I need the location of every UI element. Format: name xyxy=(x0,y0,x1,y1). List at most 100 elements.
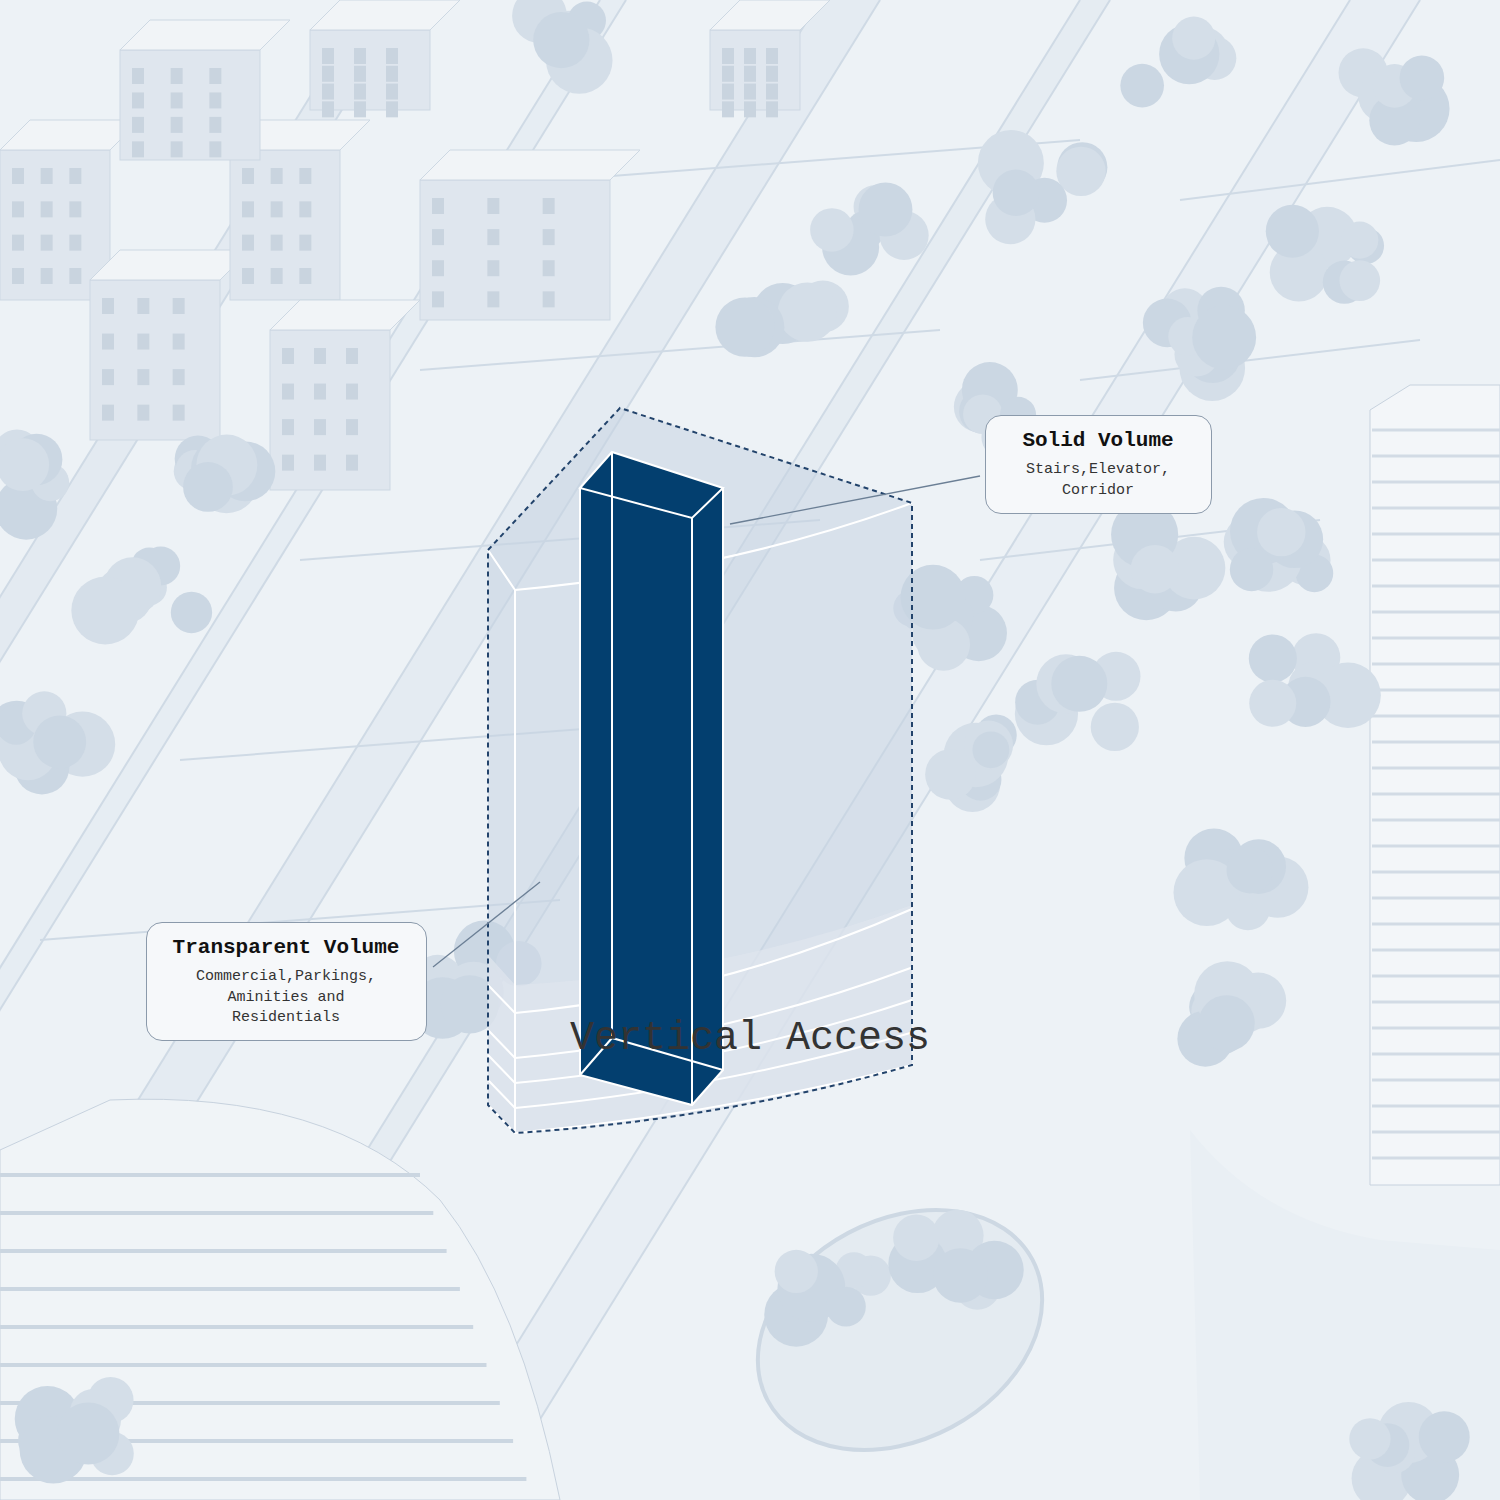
garage-body xyxy=(0,1099,560,1500)
window xyxy=(209,141,221,157)
window xyxy=(242,235,254,251)
leader-line xyxy=(433,882,540,967)
garage-deck xyxy=(0,1363,487,1367)
window xyxy=(132,117,144,133)
house-wall xyxy=(420,180,610,320)
diagram-title: Vertical Access xyxy=(0,1016,1500,1061)
roundabout xyxy=(716,1162,1084,1497)
house-roof xyxy=(0,120,140,150)
window xyxy=(722,66,734,82)
window xyxy=(386,48,398,64)
tree-canopy xyxy=(826,1287,866,1327)
core-edge xyxy=(580,488,723,1105)
window xyxy=(744,66,756,82)
tower-plaza xyxy=(1190,1130,1500,1500)
floor-band xyxy=(1372,455,1500,458)
window xyxy=(41,268,53,284)
window xyxy=(282,455,294,471)
tree-canopy xyxy=(1120,64,1164,108)
window xyxy=(132,141,144,157)
window xyxy=(132,68,144,84)
tree-canopy xyxy=(1051,656,1107,712)
floor-band xyxy=(1372,1131,1500,1134)
callout-body: Stairs,Elevator, Corridor xyxy=(1008,460,1188,501)
callout-heading: Solid Volume xyxy=(1006,428,1191,454)
window xyxy=(432,229,444,245)
floor-band xyxy=(1372,559,1500,562)
tree-canopy xyxy=(810,208,854,252)
window xyxy=(41,168,53,184)
floor-band xyxy=(1372,897,1500,900)
terrace-edge xyxy=(420,330,940,370)
window xyxy=(282,419,294,435)
window xyxy=(487,291,499,307)
floor-band xyxy=(1372,975,1500,978)
callout-body: Commercial,Parkings, Aminities and Resid… xyxy=(179,967,394,1028)
window xyxy=(137,369,149,385)
window xyxy=(171,68,183,84)
house-roof xyxy=(120,20,290,50)
window xyxy=(432,198,444,214)
floor-band xyxy=(1372,507,1500,510)
window xyxy=(314,384,326,400)
window xyxy=(744,84,756,100)
floor-band xyxy=(1372,949,1500,952)
house-wall xyxy=(120,50,260,160)
tree-canopy xyxy=(1419,1411,1470,1462)
floor-band xyxy=(1372,663,1500,666)
tower-body xyxy=(1370,385,1500,1185)
window xyxy=(102,298,114,314)
tree-canopy xyxy=(933,1248,988,1303)
tree-canopy xyxy=(1091,703,1139,751)
window xyxy=(242,168,254,184)
window xyxy=(299,268,311,284)
tree-canopy xyxy=(171,592,212,633)
leader-line xyxy=(730,476,980,524)
window xyxy=(487,229,499,245)
tree-canopy xyxy=(715,297,774,356)
floor-band xyxy=(1372,923,1500,926)
window xyxy=(271,268,283,284)
tree-canopy xyxy=(0,438,49,491)
tree-canopy xyxy=(1172,17,1215,60)
window xyxy=(137,298,149,314)
floor-band xyxy=(1372,585,1500,588)
floor-band xyxy=(1372,481,1500,484)
window xyxy=(41,201,53,217)
core-edges xyxy=(580,452,723,1105)
window xyxy=(242,268,254,284)
window xyxy=(744,48,756,64)
tree-canopy xyxy=(1249,634,1297,682)
floor-band xyxy=(1372,1105,1500,1108)
tree-canopy xyxy=(1257,508,1305,556)
terrace-edge xyxy=(1180,160,1500,200)
garage-deck xyxy=(0,1287,460,1291)
floor-band xyxy=(1372,819,1500,822)
garage-deck xyxy=(0,1211,433,1215)
window xyxy=(354,84,366,100)
window xyxy=(102,405,114,421)
window xyxy=(346,348,358,364)
window xyxy=(242,201,254,217)
floor-band xyxy=(1372,689,1500,692)
parking-garage xyxy=(0,1099,560,1500)
window xyxy=(69,235,81,251)
window xyxy=(41,235,53,251)
window xyxy=(209,92,221,108)
house-roof xyxy=(420,150,640,180)
tree-canopy xyxy=(1339,260,1380,301)
window xyxy=(432,291,444,307)
core-edge xyxy=(611,452,613,1038)
callout-box: Transparent VolumeCommercial,Parkings, A… xyxy=(146,922,427,1041)
window xyxy=(209,68,221,84)
window xyxy=(314,455,326,471)
window xyxy=(12,168,24,184)
window xyxy=(12,268,24,284)
window xyxy=(722,84,734,100)
window xyxy=(487,198,499,214)
core-edge xyxy=(580,452,723,518)
window xyxy=(173,369,185,385)
